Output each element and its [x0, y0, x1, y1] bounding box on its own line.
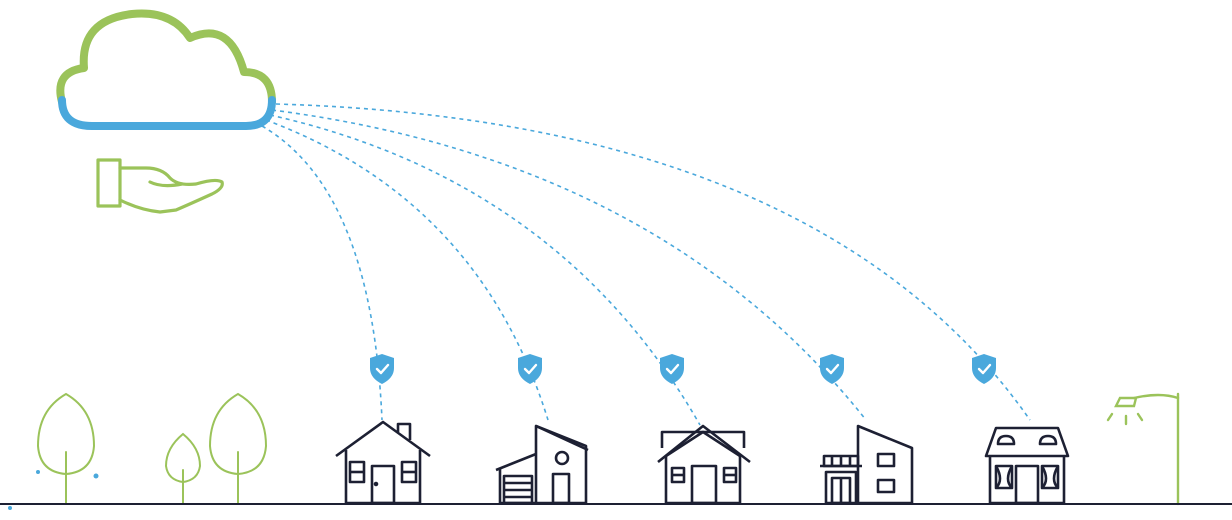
tree-icon: [164, 432, 202, 505]
house-icon: [984, 426, 1070, 505]
house-icon: [820, 424, 914, 505]
shield-check-icon: [660, 354, 684, 384]
cloud-icon: [56, 9, 276, 130]
shield-check-icon: [972, 354, 996, 384]
connection-line-house-4: [271, 109, 867, 421]
house-icon: [657, 424, 751, 505]
open-hand-icon: [96, 158, 224, 214]
shield-check-icon: [820, 354, 844, 384]
house-icon: [495, 424, 589, 505]
shield-badges: [370, 354, 996, 384]
decorative-dots: [8, 470, 99, 510]
house-icon: [335, 420, 431, 505]
trees: [36, 392, 268, 505]
tree-icon: [208, 392, 268, 505]
tree-icon: [36, 392, 96, 505]
connection-line-house-1: [261, 125, 383, 421]
shield-check-icon: [370, 354, 394, 384]
street-lamp-icon: [1106, 392, 1180, 506]
shield-check-icon: [518, 354, 542, 384]
connection-line-house-3: [269, 114, 701, 426]
